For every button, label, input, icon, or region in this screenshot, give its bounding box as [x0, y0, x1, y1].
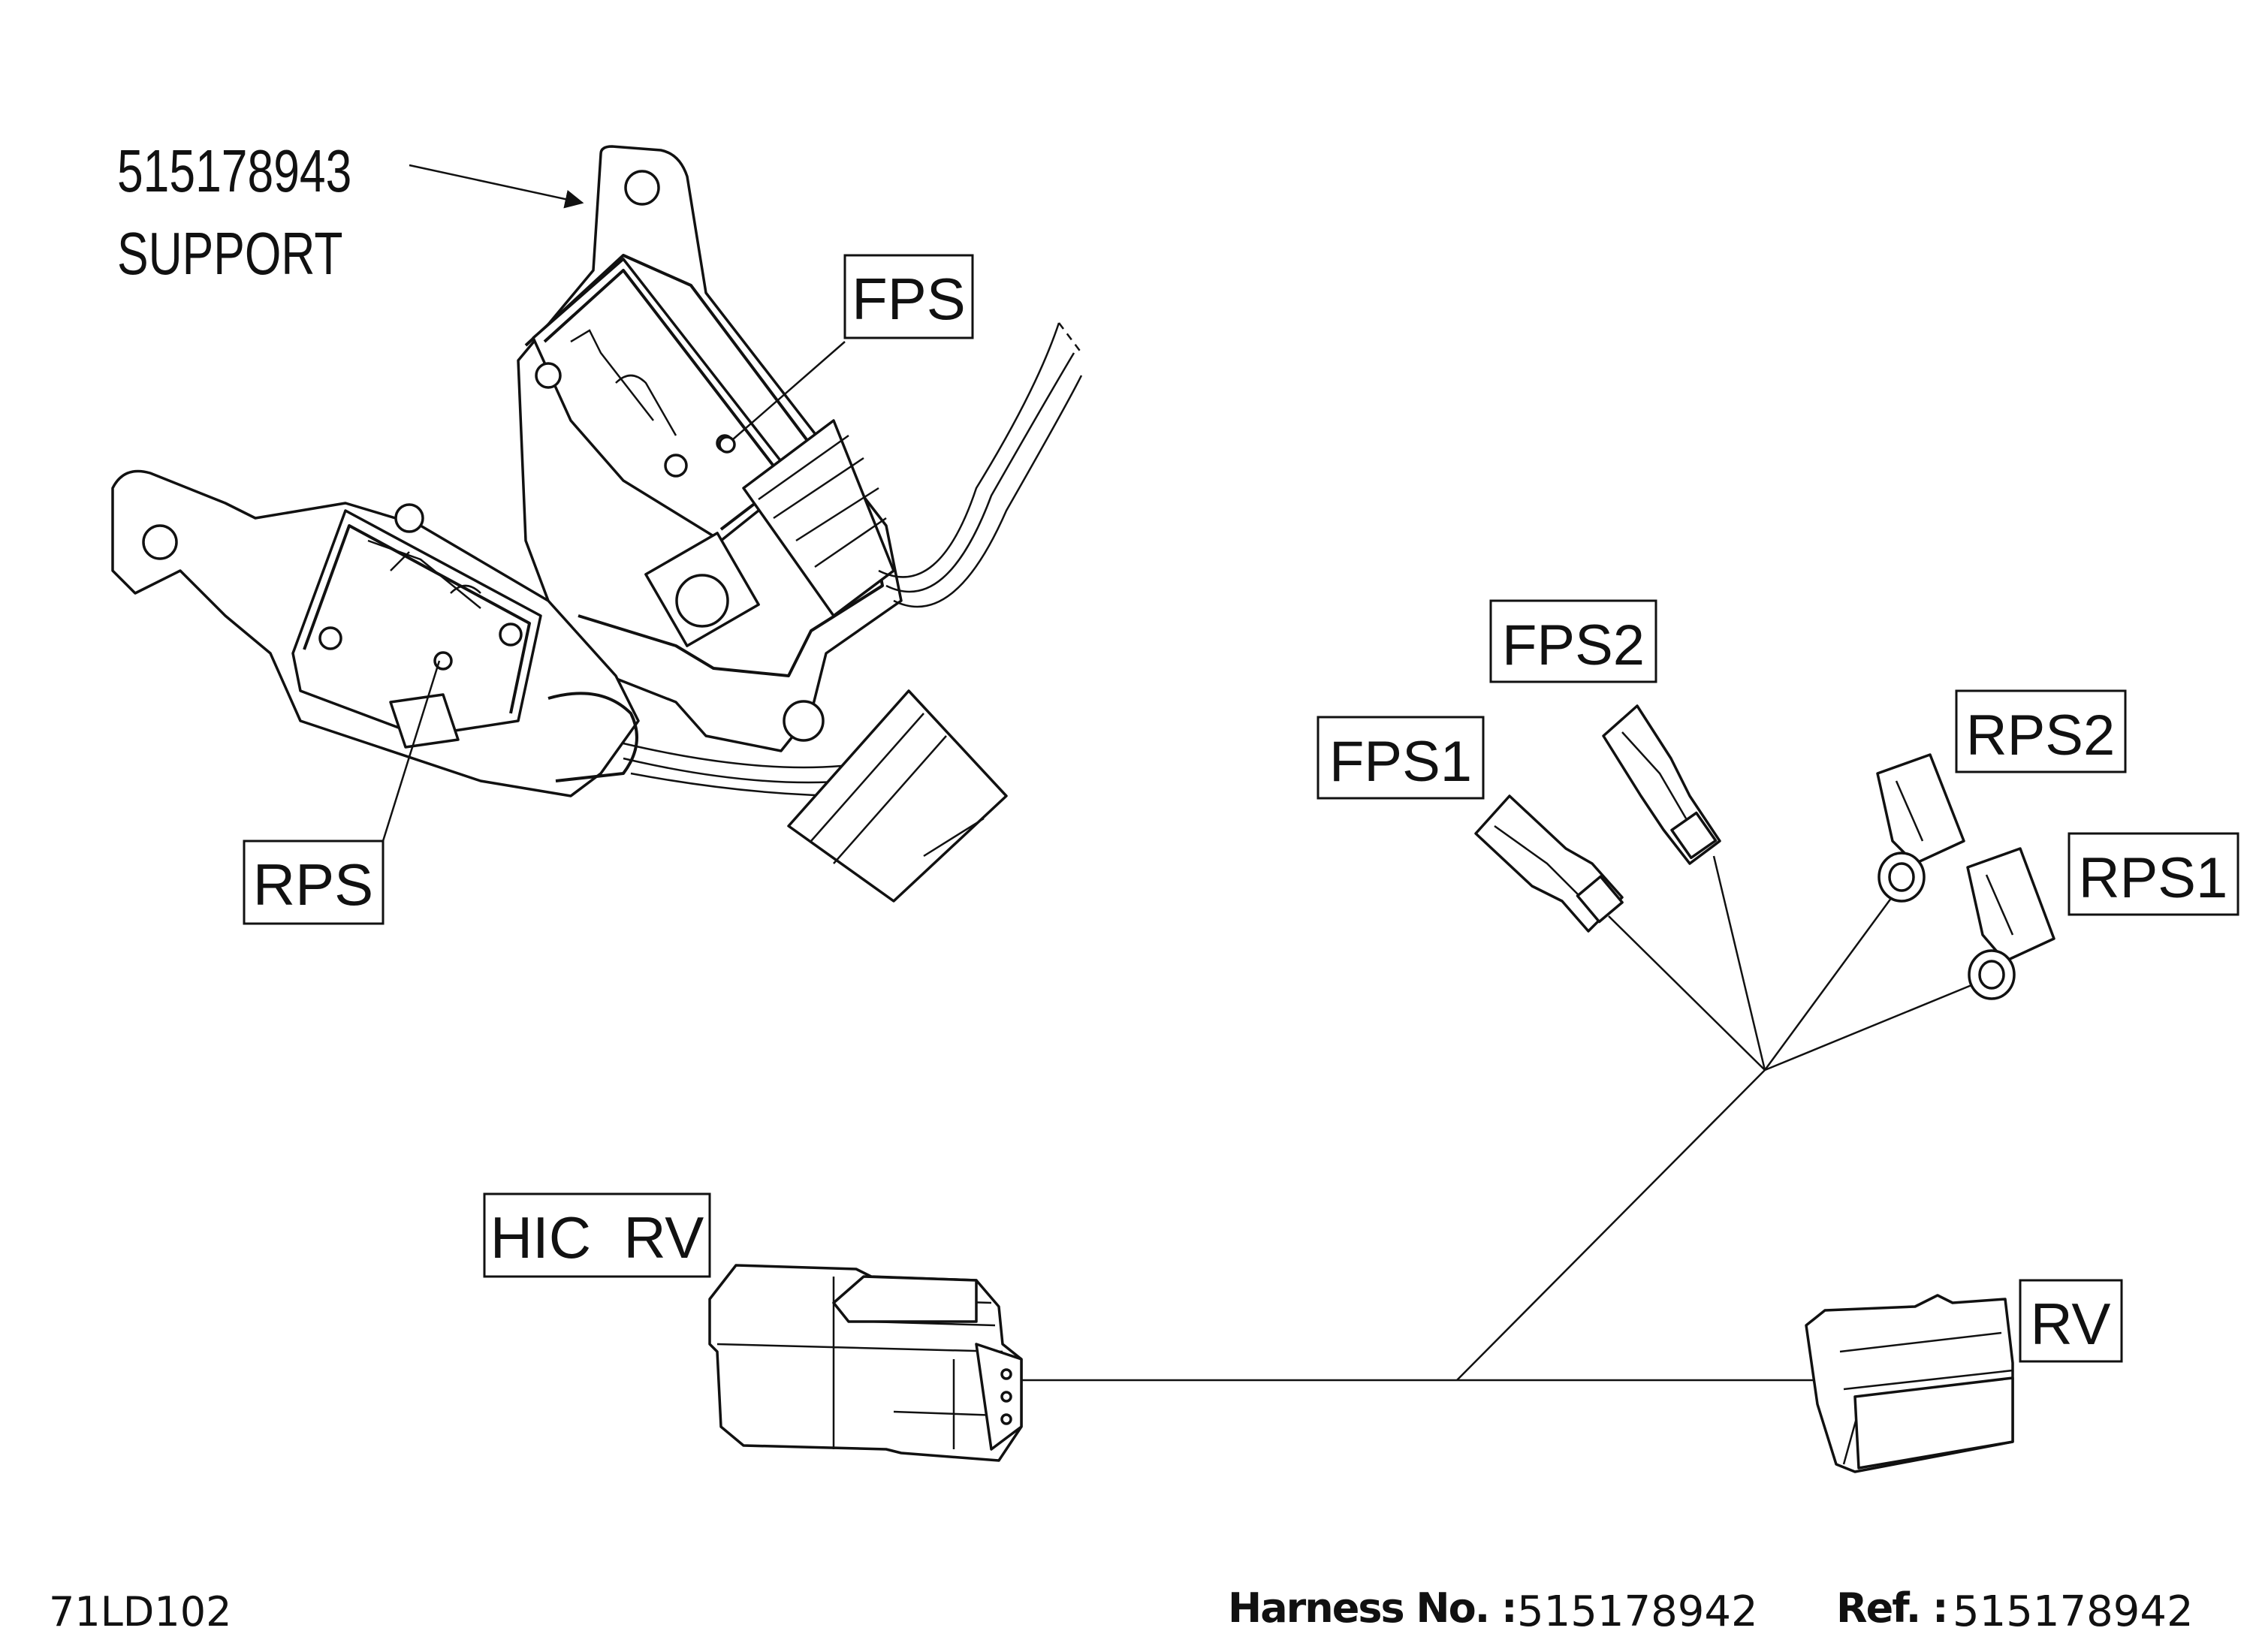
fps1-label: FPS1: [1329, 730, 1472, 794]
rv-label: RV: [2031, 1291, 2111, 1357]
hic-rv-callout: HIC RV: [483, 1192, 711, 1278]
support-mount-hole-top: [624, 170, 660, 206]
rps-switch-hole-1: [318, 626, 342, 650]
support-center-boss: [675, 574, 729, 628]
fps-switch-terminals: [742, 419, 895, 617]
rps-switch-terminals: [389, 693, 460, 749]
support-name: SUPPORT: [117, 221, 342, 288]
fps2-label: FPS2: [1502, 613, 1645, 677]
rps-switch-hole-2: [499, 623, 523, 647]
fps-switch-lever: [570, 329, 677, 436]
rps1-label: RPS1: [2079, 846, 2228, 910]
footer: 71LD102 Harness No. : 515178942 Ref. : 5…: [49, 1584, 2194, 1636]
rv-label-box: [2019, 1279, 2123, 1363]
rv-callout: RV: [2019, 1279, 2123, 1363]
rps-leader: [382, 660, 441, 842]
harness-number-label: Harness No. :: [1228, 1584, 1516, 1632]
rps-switch-hole-top: [394, 503, 424, 533]
hic-rv-label-box: [483, 1192, 711, 1278]
fps2-terminal: [1602, 704, 1721, 865]
support-bundle-connector: [787, 689, 1008, 903]
rps-callout: RPS: [243, 660, 441, 925]
rps2-label: RPS2: [1966, 704, 2116, 767]
fps-label-box: [843, 254, 974, 339]
support-callout: 515178943 SUPPORT: [117, 138, 584, 288]
rps-label-box: [243, 840, 385, 925]
rv-connector: [1805, 1294, 2014, 1473]
rps2-terminal: [1876, 753, 1965, 903]
support-mount-hole-left: [142, 524, 178, 560]
support-wire-bundle: [623, 322, 1083, 797]
support-upper-rim: [524, 254, 884, 677]
fps-switch-outline: [543, 269, 786, 531]
fps-leader: [726, 341, 846, 445]
fps1-label-box: [1317, 716, 1485, 800]
fps-label: FPS: [852, 266, 966, 332]
ref-label: Ref. :: [1836, 1584, 1947, 1632]
fps2-label-box: [1489, 599, 1657, 683]
ref-value: 515178942: [1953, 1587, 2194, 1636]
rps-switch-body: [291, 509, 542, 737]
rps1-callout: RPS1: [2068, 832, 2239, 916]
harness-wires: [1021, 855, 1976, 1382]
rps1-label-box: [2068, 832, 2239, 916]
rps2-callout: RPS2: [1955, 689, 2127, 773]
rps-switch-lever: [367, 539, 481, 609]
rps-label: RPS: [253, 852, 373, 918]
harness-number-value: 515178942: [1517, 1587, 1758, 1636]
support-assembly-drawing: [111, 145, 1083, 903]
fps2-callout: FPS2: [1489, 599, 1657, 683]
hic-rv-connector: [708, 1264, 1023, 1462]
hic-rv-label: HIC RV: [490, 1204, 704, 1271]
support-mount-hole-bottom: [783, 700, 825, 742]
rps1-terminal: [1966, 847, 2055, 1000]
rps2-label-box: [1955, 689, 2127, 773]
support-leader-arrow: [409, 164, 584, 209]
fps-callout: FPS: [718, 254, 974, 454]
fps1-terminal: [1474, 794, 1624, 933]
fps1-callout: FPS1: [1317, 716, 1485, 800]
support-part-number: 515178943: [117, 138, 351, 205]
fps-switch-hole-1: [535, 362, 562, 389]
drawing-code: 71LD102: [49, 1588, 231, 1635]
fps-switch-hole-2: [664, 454, 688, 478]
